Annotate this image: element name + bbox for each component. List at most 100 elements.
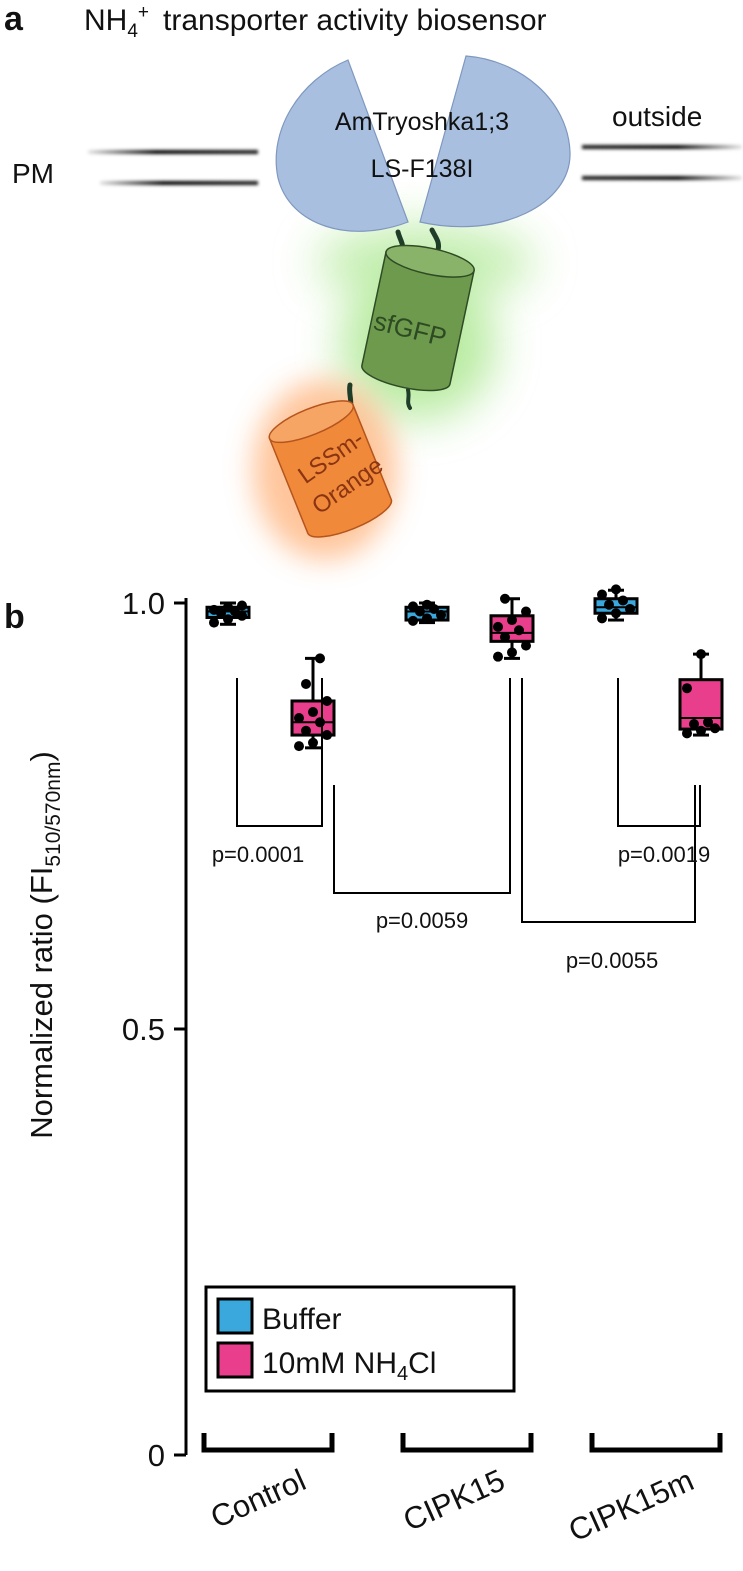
linker-gfp-tail: [406, 388, 412, 410]
box-cipk15m-buffer: [593, 584, 639, 624]
sfgfp-body: [361, 251, 475, 392]
x-label-cipk15m: CIPK15m: [563, 1462, 698, 1548]
p-value-4: p=0.0019: [618, 842, 710, 867]
significance-brackets: p=0.0001 p=0.0059 p=0.0055 p=0.0019: [212, 678, 710, 973]
data-point: [611, 608, 621, 619]
data-point: [493, 651, 503, 662]
p-value-2: p=0.0059: [376, 908, 468, 933]
y-ticks: 0 0.5 1.0: [122, 586, 186, 1473]
data-point: [625, 603, 635, 614]
transporter-left-half: [275, 59, 409, 232]
data-point: [611, 584, 621, 595]
pm-line-lower-left: [100, 181, 258, 185]
legend: Buffer 10mM NH4Cl: [204, 1285, 516, 1393]
x-label-control: Control: [205, 1462, 311, 1535]
group-bracket-0: [201, 1433, 335, 1453]
data-point: [315, 653, 325, 664]
y-tick-label-0: 0: [148, 1438, 165, 1473]
data-point: [696, 649, 706, 660]
box-cipk15m-nh4cl: [678, 649, 724, 739]
title-nh: NH: [84, 4, 127, 37]
p-value-1: p=0.0001: [212, 842, 304, 867]
data-point: [521, 606, 531, 617]
pm-line-lower-right: [582, 176, 742, 180]
data-point: [710, 723, 720, 734]
panel-a-letter: a: [4, 0, 24, 38]
legend-frame: [204, 1285, 516, 1393]
data-point: [223, 614, 233, 625]
group-brackets: [201, 1433, 723, 1453]
box-cipk15-nh4cl: [489, 593, 535, 662]
legend-swatch-nh4cl: [216, 1341, 254, 1379]
box-control-nh4cl: [290, 653, 336, 752]
data-point: [500, 593, 510, 604]
data-point: [301, 725, 311, 736]
data-point: [237, 600, 247, 611]
data-point: [689, 718, 699, 729]
data-point: [294, 741, 304, 752]
data-point: [294, 713, 304, 724]
y-axis-label: Normalized ratio (FI510/570nm): [24, 751, 65, 1139]
data-point: [408, 601, 418, 612]
data-point: [422, 613, 432, 624]
data-point: [514, 625, 524, 636]
data-point: [322, 730, 332, 741]
panel-a-title: NH4+transporter activity biosensor: [84, 2, 547, 42]
sfgfp-barrel: [361, 244, 475, 392]
data-point: [521, 640, 531, 651]
y-tick-label-2: 1.0: [122, 586, 165, 621]
data-point: [436, 609, 446, 620]
data-point: [618, 595, 628, 606]
legend-label-buffer: Buffer: [262, 1303, 342, 1336]
data-point: [597, 613, 607, 624]
panel-a-biosensor-diagram: a NH4+transporter activity biosensor PM …: [4, 0, 742, 560]
linker-right: [429, 227, 441, 253]
title-sup: +: [138, 2, 149, 23]
data-point: [696, 725, 706, 736]
data-point: [308, 707, 318, 718]
outside-label: outside: [612, 101, 702, 132]
sig-bracket-cipk15-cipk15m: [521, 678, 696, 923]
data-point: [315, 717, 325, 728]
data-point: [209, 617, 219, 628]
sig-bracket-control: [236, 678, 323, 827]
data-point: [422, 599, 432, 610]
x-label-cipk15: CIPK15: [398, 1462, 510, 1537]
boxes: [205, 584, 724, 752]
panel-b-box-plot: b Normalized ratio (FI510/570nm) 0 0.5 1.0…: [4, 584, 724, 1548]
data-point: [682, 683, 692, 694]
sig-bracket-cipk15m: [617, 678, 701, 827]
box-cipk15-buffer: [404, 599, 450, 626]
data-point: [209, 604, 219, 615]
data-point: [507, 615, 517, 626]
data-point: [604, 599, 614, 610]
panel-b-letter: b: [4, 598, 25, 636]
data-point: [682, 728, 692, 739]
title-sub: 4: [127, 21, 138, 42]
box-control-buffer: [205, 600, 251, 628]
transporter-right-half: [419, 55, 571, 228]
lssmorange-barrel: [268, 400, 393, 538]
transporter-label-line2: LS-F138I: [371, 155, 474, 183]
data-point: [223, 602, 233, 613]
group-bracket-1: [400, 1433, 534, 1453]
data-point: [597, 589, 607, 600]
sfgfp-top: [385, 244, 475, 278]
pm-line-upper-left: [88, 150, 258, 154]
legend-swatch-buffer: [216, 1297, 254, 1335]
data-point: [493, 621, 503, 632]
x-group-labels: Control CIPK15 CIPK15m: [205, 1462, 699, 1548]
data-point: [507, 647, 517, 658]
p-value-3: p=0.0055: [566, 948, 658, 973]
data-point: [322, 695, 332, 706]
data-point: [415, 606, 425, 617]
pm-label: PM: [12, 158, 54, 189]
sig-bracket-control-cipk15: [333, 678, 511, 894]
legend-label-nh4cl: 10mM NH4Cl: [262, 1347, 436, 1385]
y-tick-label-1: 0.5: [122, 1012, 165, 1047]
data-point: [703, 717, 713, 728]
data-point: [301, 678, 311, 689]
lssmorange-top: [268, 400, 355, 444]
